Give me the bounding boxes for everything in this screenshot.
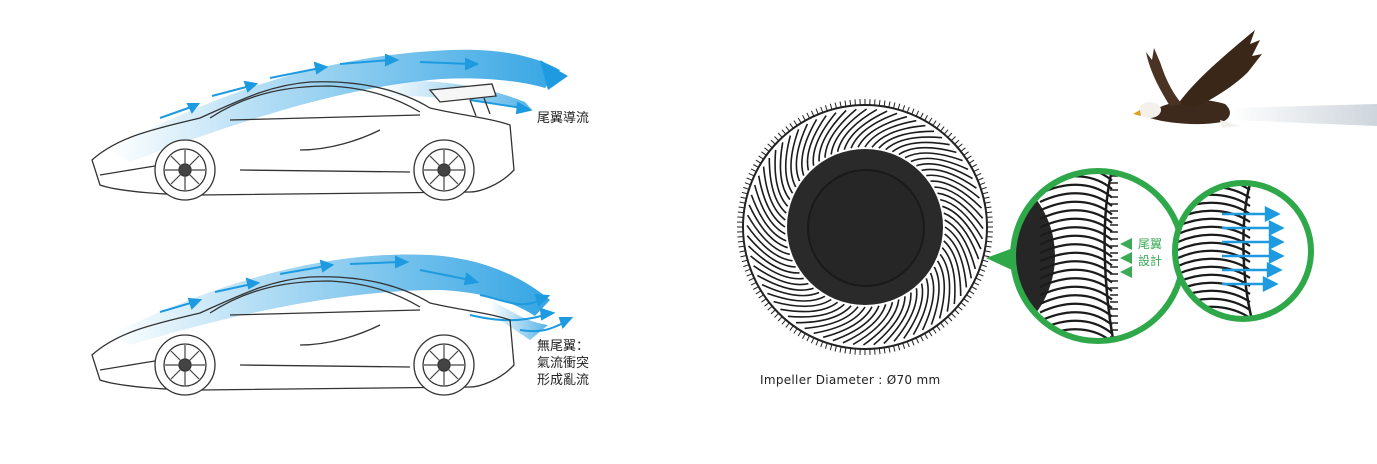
- impeller-diameter-caption: Impeller Diameter : Ø70 mm: [760, 373, 940, 387]
- spoiler-design-label-line2: 設計: [1138, 254, 1162, 269]
- spoiler-guidance-label: 尾翼導流: [537, 110, 589, 127]
- zoom-pointer-arrows: [1120, 238, 1132, 278]
- impeller: [737, 99, 993, 355]
- eagle-icon: [1133, 30, 1377, 128]
- airflow-band-turbulent: [110, 254, 550, 345]
- car-with-spoiler: [92, 50, 568, 200]
- zoom-airflow-detail: [1175, 179, 1311, 326]
- no-spoiler-label-line2: 氣流衝突: [537, 355, 589, 372]
- no-spoiler-label-line3: 形成亂流: [537, 372, 589, 389]
- no-spoiler-label-line1: 無尾翼：: [537, 338, 589, 355]
- spoiler-design-label-line1: 尾翼: [1138, 237, 1162, 252]
- car-without-spoiler: [92, 254, 571, 395]
